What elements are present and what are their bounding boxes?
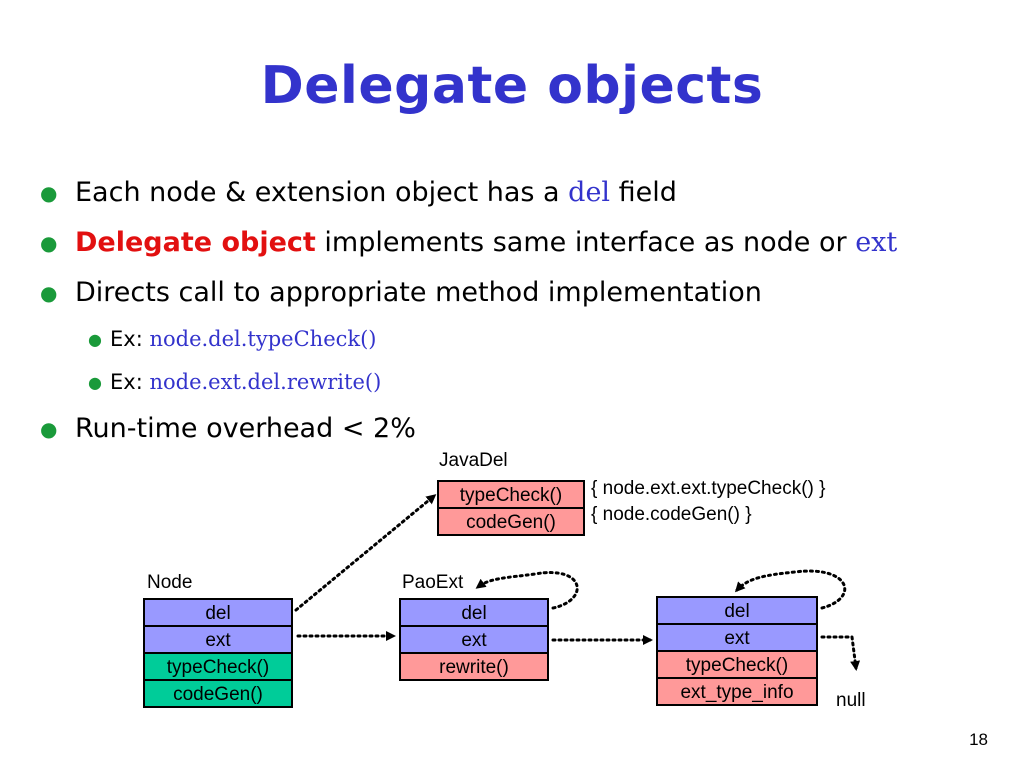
- bullet-item: ● Run-time overhead < 2%: [40, 404, 897, 454]
- bullet-dot-icon: ●: [88, 373, 102, 392]
- page-number: 18: [969, 730, 988, 749]
- ext-object: del ext typeCheck() ext_type_info: [656, 596, 818, 706]
- bullet-dot-icon: ●: [40, 417, 58, 441]
- javadel-object: typeCheck() codeGen(): [437, 480, 585, 536]
- slide-title: Delegate objects: [260, 56, 764, 116]
- paoext-object: del ext rewrite(): [399, 598, 549, 681]
- bullet-text: Run-time overhead < 2%: [75, 413, 416, 444]
- sub-bullet-item: ● Ex: node.del.typeCheck(): [40, 318, 897, 361]
- bullet-text: Delegate object implements same interfac…: [75, 227, 898, 258]
- code-example: node.del.typeCheck(): [149, 327, 377, 351]
- code-example: node.ext.del.rewrite(): [149, 370, 382, 394]
- bullet-text: Ex: node.del.typeCheck(): [110, 327, 377, 351]
- paoext-ext-cell: ext: [399, 625, 549, 654]
- ext-del-cell: del: [656, 596, 818, 625]
- code-ext: ext: [855, 227, 898, 258]
- sub-bullet-item: ● Ex: node.ext.del.rewrite(): [40, 361, 897, 404]
- javadel-label: JavaDel: [439, 450, 508, 471]
- node-object: del ext typeCheck() codeGen(): [143, 598, 293, 708]
- bullet-text: Ex: node.ext.del.rewrite(): [110, 370, 382, 394]
- bullet-dot-icon: ●: [40, 231, 58, 255]
- bullet-dot-icon: ●: [88, 330, 102, 349]
- ext-del-loop: [734, 569, 847, 610]
- javadel-typecheck-note: { node.ext.ext.typeCheck() }: [591, 478, 826, 499]
- null-label: null: [836, 690, 866, 711]
- highlight-term: Delegate object: [75, 227, 316, 258]
- ext-ext-cell: ext: [656, 623, 818, 652]
- bullet-item: ● Directs call to appropriate method imp…: [40, 268, 897, 318]
- javadel-codegen-note: { node.codeGen() }: [591, 504, 752, 525]
- bullet-item: ● Delegate object implements same interf…: [40, 218, 897, 268]
- bullet-list: ● Each node & extension object has a del…: [40, 168, 897, 454]
- paoext-del-cell: del: [399, 598, 549, 627]
- paoext-del-loop: [475, 571, 579, 610]
- node-label: Node: [147, 572, 193, 593]
- bullet-text: Directs call to appropriate method imple…: [75, 277, 762, 308]
- node-del-arrow: [294, 494, 437, 612]
- bullet-text: Each node & extension object has a del f…: [75, 177, 677, 208]
- code-del: del: [568, 177, 611, 208]
- bullet-dot-icon: ●: [40, 281, 58, 305]
- bullet-dot-icon: ●: [40, 181, 58, 205]
- node-del-cell: del: [143, 598, 293, 627]
- ext-ext-null-arrow: [820, 635, 861, 671]
- bullet-item: ● Each node & extension object has a del…: [40, 168, 897, 218]
- paoext-label: PaoExt: [402, 572, 464, 593]
- javadel-typecheck-cell: typeCheck(): [437, 480, 585, 509]
